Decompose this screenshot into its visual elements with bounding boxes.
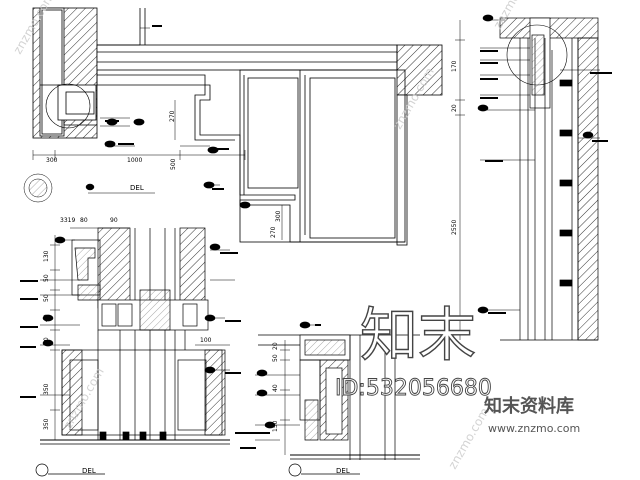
section-dim-left-2: 50: [43, 294, 50, 302]
section-left: [35, 227, 235, 477]
section-dim-top-1: 80: [80, 217, 88, 224]
plan-dim-0: 300: [46, 157, 58, 164]
section-dim-left-6: 350: [43, 418, 50, 430]
section-bottom-title: DEL: [336, 467, 350, 475]
section-dim-top-0: 3319: [60, 217, 75, 224]
section-dim-left-5: 350: [43, 383, 50, 395]
elevation-dim-0: 170: [451, 60, 458, 72]
section-bottom-dim-0: 20: [272, 342, 279, 350]
section-bottom-dim-2: 40: [272, 384, 279, 392]
plan-dimension-labels: 300 1000 270 500 300 270 DEL: [46, 110, 282, 238]
elevation-dim-1: 20: [451, 104, 458, 112]
plan-title-mark: [23, 173, 155, 203]
wm-url: www.znzmo.com: [488, 422, 580, 435]
section-dim-left-3: 40: [43, 314, 50, 322]
annotation-marks: [20, 25, 612, 449]
elevation-dim-2: 2550: [451, 220, 458, 235]
section-bottom: [255, 321, 420, 477]
section-dim-left-1: 50: [43, 274, 50, 282]
plan-callout-270: 270: [270, 226, 277, 238]
wm-id-text: ID:532056680: [335, 376, 492, 401]
section-dim-left-4: 50: [43, 337, 50, 345]
plan-dim-2: 270: [169, 110, 176, 122]
section-dim-top-2: 90: [110, 217, 118, 224]
plan-dim-4: 300: [275, 210, 282, 222]
section-dim-100: 100: [200, 337, 212, 344]
section-bottom-labels: 20 50 40 150 DEL: [272, 342, 350, 475]
section-left-labels: 3319 80 90 130 50 50 40 50 350 350 100 D…: [43, 217, 212, 475]
elevation-labels: 170 20 2550: [451, 60, 458, 235]
plan-dim-3: 500: [170, 158, 177, 170]
plan-dim-1: 1000: [127, 157, 142, 164]
wm-site-cn: 知末资料库: [484, 395, 574, 417]
section-bottom-dim-3: 150: [272, 420, 279, 432]
wm-brand-cn: 知末: [360, 301, 476, 369]
section-left-title: DEL: [82, 467, 96, 475]
plan-title: DEL: [130, 184, 144, 192]
plan-view: [32, 7, 443, 246]
watermark-brand: 知末 ID:532056680 知末资料库 www.znzmo.com: [335, 300, 581, 435]
section-dim-left-0: 130: [43, 250, 50, 262]
elevation-right: [455, 14, 600, 341]
section-bottom-dim-1: 50: [272, 354, 279, 362]
